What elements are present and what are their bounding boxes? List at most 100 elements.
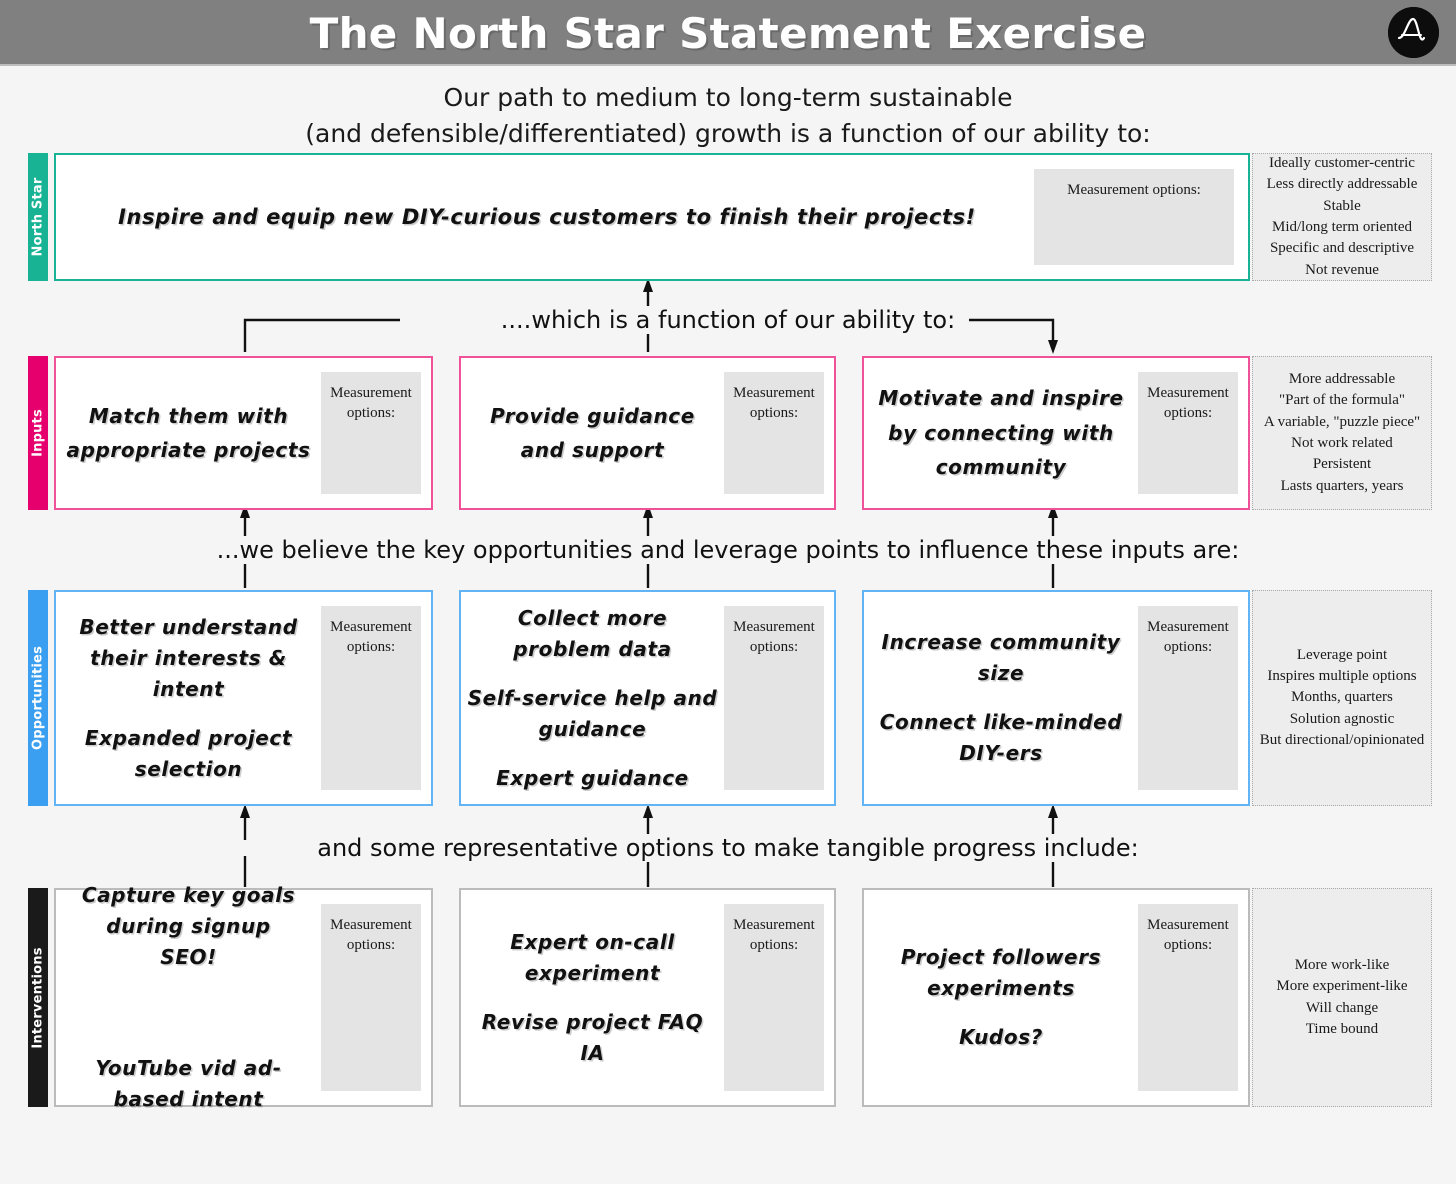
card-opportunities-1-text-1: Better understand their interests & inte… — [79, 614, 298, 701]
card-opportunities-1-body: Better understand their interests & inte… — [56, 592, 431, 804]
arrowhead-up-opps2 — [643, 804, 653, 818]
card-opportunities-2[interactable]: Collect more problem data Self-service h… — [459, 590, 836, 806]
spine-opportunities: Opportunities — [28, 590, 48, 806]
card-opportunities-3-text-1: Increase community size — [881, 630, 1121, 685]
annotation-lines-opportunities: Leverage point Inspires multiple options… — [1253, 645, 1431, 751]
annotation-line: More work-like — [1294, 956, 1390, 973]
arrowhead-down-inputs3 — [1048, 340, 1058, 354]
annotation-line: Months, quarters — [1291, 689, 1393, 706]
measurement-options-label: Measurement options: — [733, 917, 815, 953]
card-inputs-2-text: Provide guidance and support — [490, 403, 695, 462]
intro-line-1: Our path to medium to long-term sustaina… — [443, 83, 1013, 112]
card-interventions-2-text-1: Expert on-call experiment — [510, 929, 675, 985]
annotation-line: Will change — [1305, 999, 1379, 1016]
annotation-line: Not work related — [1291, 435, 1393, 451]
card-inputs-1-body: Match them with appropriate projects — [56, 358, 431, 508]
spine-interventions: Interventions — [28, 888, 48, 1107]
measurement-options-opportunities-1[interactable]: Measurement options: — [321, 606, 421, 790]
card-interventions-1-text-2: YouTube vid ad-based intent — [95, 1056, 282, 1111]
measurement-options-label: Measurement options: — [1147, 619, 1229, 655]
card-opportunities-1-text-2: Expanded project selection — [84, 725, 293, 781]
annotation-line: A variable, "puzzle piece" — [1263, 413, 1421, 430]
card-interventions-1-body: Capture key goals during signup SEO! You… — [56, 883, 431, 1111]
measurement-options-label: Measurement options: — [1067, 182, 1201, 198]
measurement-options-label: Measurement options: — [733, 385, 815, 421]
card-interventions-2-text-2: Revise project FAQ IA — [481, 1009, 704, 1065]
annotations-opportunities: Leverage point Inspires multiple options… — [1252, 590, 1432, 806]
annotation-line: More addressable — [1288, 371, 1396, 388]
card-north-star-1-text: Inspire and equip new DIY-curious custom… — [118, 204, 976, 229]
card-opportunities-1[interactable]: Better understand their interests & inte… — [54, 590, 433, 806]
page-header: The North Star Statement Exercise — [0, 0, 1456, 66]
arrowhead-up-opps1 — [240, 804, 250, 818]
measurement-options-label: Measurement options: — [330, 619, 412, 655]
annotation-line: Less directly addressable — [1266, 176, 1418, 193]
measurement-options-inputs-2[interactable]: Measurement options: — [724, 372, 824, 494]
spine-label-inputs: Inputs — [30, 409, 46, 457]
spine-label-interventions: Interventions — [30, 946, 46, 1049]
annotation-line: Persistent — [1312, 456, 1372, 473]
row-opportunities: Opportunities Better understand their in… — [28, 590, 1432, 806]
annotations-interventions: More work-like More experiment-like Will… — [1252, 888, 1432, 1107]
card-inputs-1-text: Match them with appropriate projects — [66, 403, 311, 462]
card-opportunities-3[interactable]: Increase community size Connect like-min… — [862, 590, 1250, 806]
annotation-line: "Part of the formula" — [1279, 392, 1405, 409]
card-opportunities-3-text-2: Connect like-minded DIY-ers — [879, 710, 1123, 765]
card-interventions-3-text-1: Project followers experiments — [900, 945, 1102, 1000]
measurement-options-inputs-1[interactable]: Measurement options: — [321, 372, 421, 494]
measurement-options-inputs-3[interactable]: Measurement options: — [1138, 372, 1238, 494]
card-opportunities-2-body: Collect more problem data Self-service h… — [461, 592, 834, 804]
connector-caption-northstar-inputs: ....which is a function of our ability t… — [0, 306, 1456, 334]
connector-caption-inputs-opportunities: ...we believe the key opportunities and … — [0, 536, 1456, 564]
annotation-line: Not revenue — [1305, 261, 1379, 278]
measurement-options-interventions-2[interactable]: Measurement options: — [724, 904, 824, 1091]
card-inputs-3-body: Motivate and inspire by connecting with … — [864, 358, 1248, 508]
card-interventions-1[interactable]: Capture key goals during signup SEO! You… — [54, 883, 433, 1111]
annotation-line: But directional/opinionated — [1259, 731, 1425, 748]
card-inputs-3-text: Motivate and inspire by connecting with … — [878, 386, 1124, 480]
annotation-line: Mid/long term oriented — [1272, 219, 1412, 235]
measurement-options-label: Measurement options: — [1147, 385, 1229, 421]
card-opportunities-2-text-1: Collect more problem data — [513, 605, 672, 661]
row-inputs: Inputs Match them with appropriate proje… — [28, 356, 1432, 510]
annotation-lines-interventions: More work-like More experiment-like Will… — [1253, 955, 1431, 1040]
card-north-star-1[interactable]: Inspire and equip new DIY-curious custom… — [54, 153, 1250, 281]
card-interventions-3-body: Project followers experiments Kudos? — [864, 890, 1248, 1105]
card-interventions-2[interactable]: Expert on-call experiment Revise project… — [459, 888, 836, 1107]
card-inputs-1[interactable]: Match them with appropriate projects Mea… — [54, 356, 433, 510]
card-opportunities-3-body: Increase community size Connect like-min… — [864, 592, 1248, 804]
card-inputs-2[interactable]: Provide guidance and support Measurement… — [459, 356, 836, 510]
card-interventions-3[interactable]: Project followers experiments Kudos? Mea… — [862, 888, 1250, 1107]
measurement-options-interventions-3[interactable]: Measurement options: — [1138, 904, 1238, 1091]
measurement-options-interventions-1[interactable]: Measurement options: — [321, 904, 421, 1091]
annotation-lines-inputs: More addressable "Part of the formula" A… — [1253, 369, 1431, 497]
spine-north-star: North Star — [28, 153, 48, 281]
measurement-options-label: Measurement options: — [330, 385, 412, 421]
connector-caption-opportunities-interventions: and some representative options to make … — [0, 834, 1456, 862]
annotation-lines-north-star: Ideally customer-centric Less directly a… — [1253, 153, 1431, 281]
arrowhead-up-opps3 — [1048, 804, 1058, 818]
spine-inputs: Inputs — [28, 356, 48, 510]
annotations-north-star: Ideally customer-centric Less directly a… — [1252, 153, 1432, 281]
spine-label-opportunities: Opportunities — [30, 645, 46, 751]
annotation-line: Lasts quarters, years — [1280, 477, 1404, 494]
card-interventions-1-text-1: Capture key goals during signup SEO! — [81, 883, 332, 969]
intro-line-2: (and defensible/differentiated) growth i… — [305, 118, 1151, 148]
row-interventions: Interventions Capture key goals during s… — [28, 883, 1432, 1111]
annotation-line: Leverage point — [1296, 646, 1388, 663]
annotation-line: Solution agnostic — [1289, 710, 1395, 727]
page-title: The North Star Statement Exercise — [309, 8, 1147, 58]
measurement-options-opportunities-2[interactable]: Measurement options: — [724, 606, 824, 790]
intro-text: Our path to medium to long-term sustaina… — [0, 80, 1456, 151]
annotation-line: Ideally customer-centric — [1269, 155, 1415, 172]
annotation-line: Time bound — [1305, 1020, 1379, 1037]
annotation-line: Stable — [1323, 197, 1361, 214]
spine-label-north-star: North Star — [30, 177, 46, 257]
measurement-options-label: Measurement options: — [1147, 917, 1229, 953]
measurement-options-north-star-1[interactable]: Measurement options: — [1034, 169, 1234, 265]
card-inputs-3[interactable]: Motivate and inspire by connecting with … — [862, 356, 1250, 510]
annotations-inputs: More addressable "Part of the formula" A… — [1252, 356, 1432, 510]
measurement-options-opportunities-3[interactable]: Measurement options: — [1138, 606, 1238, 790]
card-inputs-2-body: Provide guidance and support — [461, 358, 834, 508]
card-opportunities-2-text-3: Expert guidance — [496, 765, 689, 790]
